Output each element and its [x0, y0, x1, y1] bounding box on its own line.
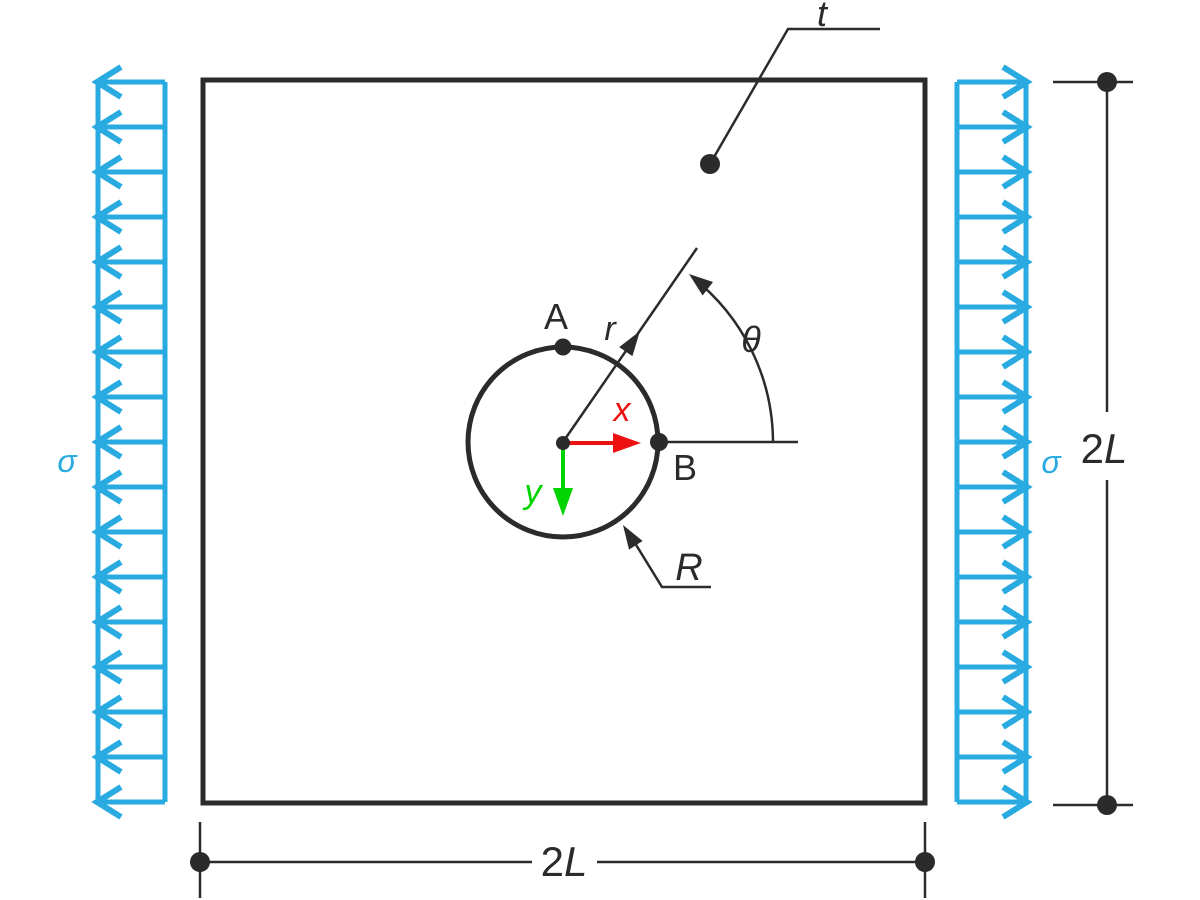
theta-label: θ — [741, 319, 761, 360]
right-dim-dot-bottom — [1097, 795, 1117, 815]
thickness-anchor-dot — [700, 154, 720, 174]
y-axis-label: y — [523, 473, 544, 511]
bottom-dimension — [190, 822, 935, 898]
radial-arrowhead-icon — [619, 331, 640, 357]
left-distributed-load-arrows — [91, 64, 168, 820]
bottom-dim-label: 2L — [541, 838, 588, 885]
x-axis-label: x — [612, 391, 632, 429]
x-axis-arrowhead-icon — [613, 433, 641, 453]
theta-arc — [691, 276, 775, 443]
hole-center-dot — [556, 436, 570, 450]
point-b-dot — [650, 433, 668, 451]
right-dimension — [1053, 72, 1133, 815]
radial-label: r — [604, 310, 617, 348]
right-dim-dot-top — [1097, 72, 1117, 92]
hole-radius-leader — [628, 534, 711, 589]
theta-arrowhead-icon — [689, 274, 713, 296]
stress-label-right: σ — [1041, 444, 1062, 480]
y-axis-arrowhead-icon — [553, 488, 573, 516]
right-dim-label: 2L — [1081, 425, 1128, 472]
thickness-label: t — [817, 0, 829, 34]
stress-label-left: σ — [57, 443, 78, 479]
bottom-dim-dot-right — [915, 852, 935, 872]
thickness-leader — [708, 27, 880, 165]
hole-radius-label: R — [675, 547, 702, 589]
bottom-dim-dot-left — [190, 852, 210, 872]
point-a-label: A — [544, 296, 568, 337]
right-distributed-load-arrows — [954, 64, 1033, 820]
hole-radius-arrowhead-icon — [623, 525, 643, 550]
point-b-label: B — [673, 447, 697, 488]
point-a-dot — [554, 338, 572, 356]
